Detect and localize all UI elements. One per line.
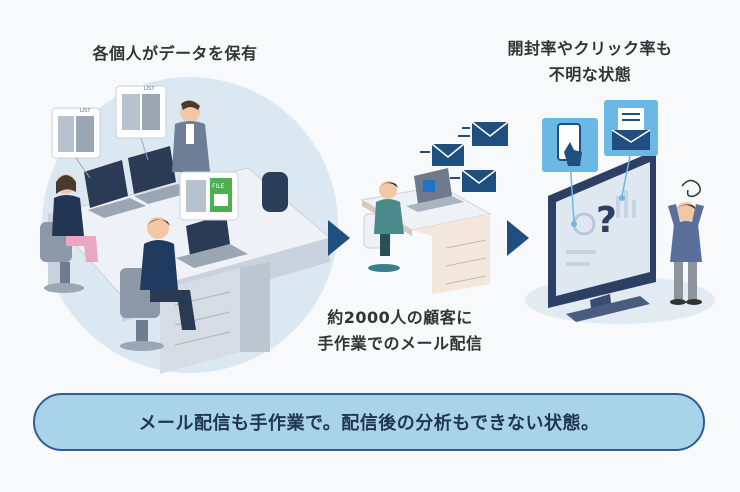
person-working-middle — [363, 181, 404, 272]
document-bubble-2: LIST — [115, 85, 167, 161]
laptop-center — [128, 146, 192, 204]
caption-metrics-line2: 不明な状態 — [548, 65, 632, 84]
person-woman-sitting — [40, 174, 98, 293]
large-monitor: ? — [548, 150, 656, 322]
person-confused — [668, 179, 704, 305]
summary-banner: メール配信も手作業で。配信後の分析もできない状態。 — [33, 393, 705, 451]
caption-manual-sending: 約2000人の顧客に 手作業でのメール配信 — [300, 305, 500, 357]
person-man-sitting — [120, 217, 196, 351]
envelope-icon-2 — [420, 143, 465, 166]
summary-banner-text: メール配信も手作業で。配信後の分析もできない状態。 — [138, 413, 600, 434]
person-standing-back — [172, 100, 210, 172]
caption-data-ownership: 各個人がデータを保有 — [92, 44, 258, 63]
laptop-front — [176, 214, 248, 268]
caption-manual-line1: 約2000人の顧客に — [327, 308, 473, 327]
arrow-right-icon — [328, 220, 350, 256]
envelope-icon-3 — [450, 169, 497, 192]
doc-label-list-2: LIST — [144, 86, 155, 92]
question-mark-icon: ? — [596, 200, 617, 241]
document-bubble-3: FILE — [179, 171, 239, 221]
empty-office-chair — [262, 172, 288, 212]
doc-label-file: FILE — [212, 183, 225, 190]
arrow-right-icon — [507, 220, 529, 256]
outlook-icon — [423, 180, 435, 192]
caption-metrics-line1: 開封率やクリック率も — [507, 39, 673, 58]
smartphone-tap-icon — [542, 118, 598, 227]
laptop-left — [84, 160, 146, 218]
email-open-icon — [604, 100, 658, 201]
caption-metrics-unknown: 開封率やクリック率も 不明な状態 — [470, 36, 710, 88]
confusion-swirl-icon — [681, 179, 701, 198]
middle-laptop — [406, 168, 464, 212]
envelope-icon-1 — [458, 121, 509, 146]
caption-manual-line2: 手作業でのメール配信 — [317, 334, 483, 353]
document-bubble-1: LIST — [51, 107, 101, 179]
doc-label-list-1: LIST — [80, 108, 91, 114]
